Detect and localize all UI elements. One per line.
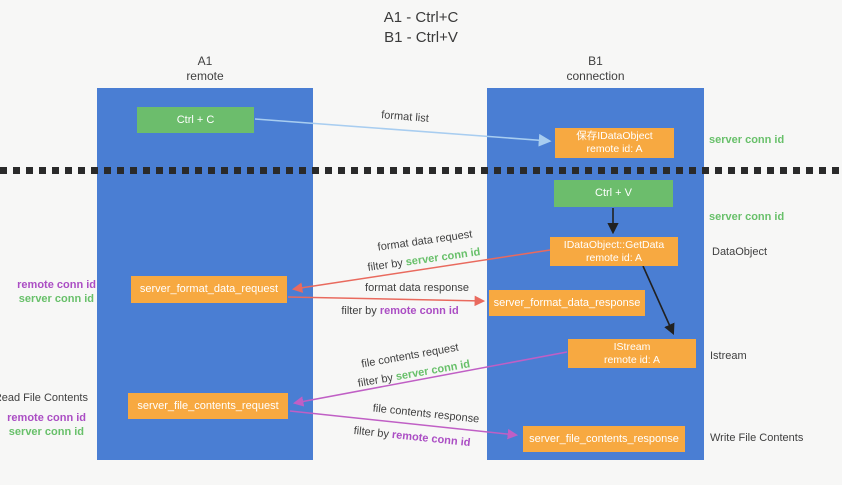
label-format-data-response: format data response xyxy=(365,282,469,294)
label-file-contents-response: file contents response xyxy=(372,402,480,426)
diagram-title: A1 - Ctrl+C B1 - Ctrl+V xyxy=(0,8,842,48)
column-a1-id: A1 xyxy=(197,54,213,68)
right-label-server-conn-id-2: server conn id xyxy=(709,211,785,223)
node-server-file-contents-request-label: server_file_contents_request xyxy=(137,399,279,412)
column-b1-id: B1 xyxy=(588,54,603,68)
label-filter-by-remote-conn-id-1: filter by remote conn id xyxy=(341,305,458,317)
node-istream-line2: remote id: A xyxy=(603,353,661,366)
server-conn-id-text: server conn id xyxy=(404,246,482,269)
right-label-istream: Istream xyxy=(710,350,747,362)
arrow-format-data-response xyxy=(287,295,486,307)
right-label-dataobject: DataObject xyxy=(712,246,768,258)
node-istream: IStream remote id: A xyxy=(568,339,696,368)
column-header-b1: B1 connection xyxy=(487,54,704,84)
left-label-server-conn-id-1: server conn id xyxy=(18,293,94,305)
title-line-1: A1 - Ctrl+C xyxy=(383,9,459,26)
filter-by-text: filter by xyxy=(366,256,407,274)
node-istream-line1: IStream xyxy=(613,340,651,353)
node-ctrl-v-label: Ctrl + V xyxy=(595,187,632,199)
node-getdata-line1: IDataObject::GetData xyxy=(563,238,665,251)
right-label-write-file-contents: Write File Contents xyxy=(710,432,804,444)
filter-by-text: filter by xyxy=(356,371,397,390)
remote-conn-id-text: remote conn id xyxy=(391,428,471,450)
node-server-format-data-request: server_format_data_request xyxy=(131,276,287,303)
node-server-file-contents-request: server_file_contents_request xyxy=(128,393,288,419)
node-server-file-contents-response: server_file_contents_response xyxy=(523,426,685,452)
node-ctrl-c: Ctrl + C xyxy=(137,107,254,133)
node-save-idataobject: 保存IDataObject remote id: A xyxy=(555,128,674,158)
node-server-format-data-response: server_format_data_response xyxy=(489,290,645,316)
node-server-format-data-request-label: server_format_data_request xyxy=(139,283,279,295)
column-b1-role: connection xyxy=(566,69,625,83)
filter-by-text: filter by xyxy=(341,305,380,317)
remote-conn-id-text: remote conn id xyxy=(379,305,459,317)
column-header-a1: A1 remote xyxy=(97,54,313,84)
node-save-idataobject-line2: remote id: A xyxy=(586,143,643,155)
left-label-remote-conn-id-2: remote conn id xyxy=(7,412,86,424)
node-idataobject-getdata: IDataObject::GetData remote id: A xyxy=(550,237,678,266)
node-save-idataobject-line1: 保存IDataObject xyxy=(576,130,653,142)
title-line-2: B1 - Ctrl+V xyxy=(384,29,458,46)
node-ctrl-v: Ctrl + V xyxy=(554,180,673,207)
column-a1-role: remote xyxy=(186,69,224,83)
left-label-read-file-contents: Read File Contents xyxy=(0,392,88,404)
left-label-server-conn-id-2: server conn id xyxy=(8,426,84,438)
node-ctrl-c-label: Ctrl + C xyxy=(176,113,215,126)
label-format-list: format list xyxy=(380,109,430,125)
label-filter-by-remote-conn-id-2: filter by remote conn id xyxy=(353,425,471,449)
left-label-remote-conn-id-1: remote conn id xyxy=(17,279,96,291)
node-server-file-contents-response-label: server_file_contents_response xyxy=(529,432,679,445)
node-server-format-data-response-label: server_format_data_response xyxy=(493,296,641,309)
phase-separator-dotted-line xyxy=(0,167,842,174)
filter-by-text: filter by xyxy=(353,424,393,441)
node-getdata-line2: remote id: A xyxy=(585,251,643,264)
right-label-server-conn-id-1: server conn id xyxy=(709,134,785,146)
